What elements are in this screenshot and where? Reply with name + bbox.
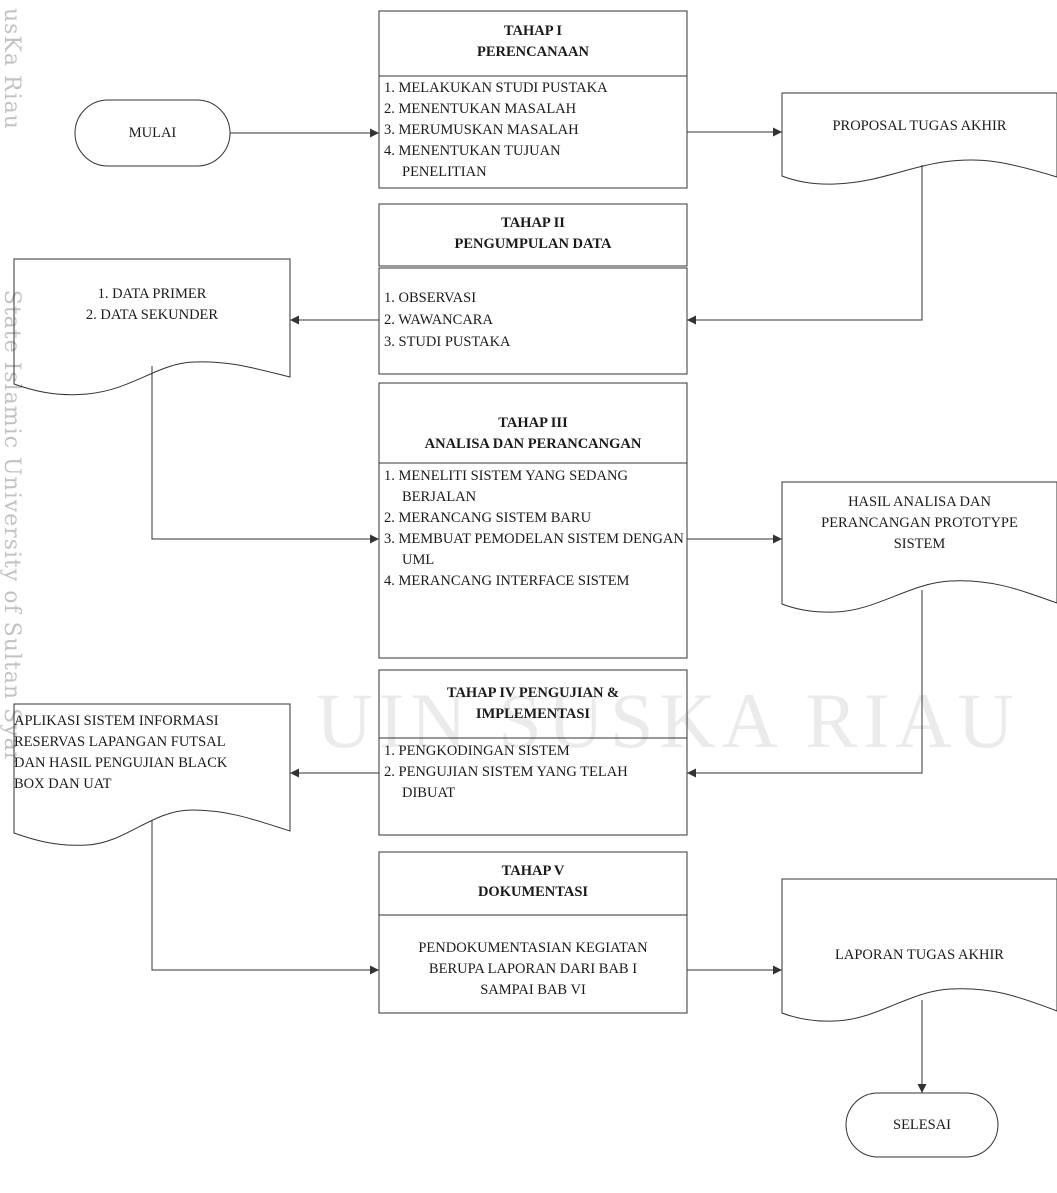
proposal-label: PROPOSAL TUGAS AKHIR: [832, 118, 1007, 134]
tahap2-items: 1. OBSERVASI 2. WAWANCARA 3. STUDI PUSTA…: [384, 287, 684, 353]
tahap4-items: 1. PENGKODINGAN SISTEM 2. PENGUJIAN SIST…: [384, 741, 684, 804]
data-label-line: 1. DATA PRIMER: [97, 286, 207, 302]
tahap1-items: 1. MELAKUKAN STUDI PUSTAKA 2. MENENTUKAN…: [384, 78, 684, 183]
end-label: SELESAI: [893, 1117, 951, 1133]
aplikasi-line: BOX DAN UAT: [14, 776, 112, 792]
hasil-analisa-line: PERANCANGAN PROTOTYPE: [821, 515, 1018, 531]
tahap1-item: 1. MELAKUKAN STUDI PUSTAKA: [384, 80, 608, 96]
tahap5-body: PENDOKUMENTASIAN KEGIATAN BERUPA LAPORAN…: [379, 938, 687, 1001]
side-watermark: usKa Riau State Islamic University of Su…: [0, 8, 24, 764]
tahap3-item: 4. MERANCANG INTERFACE SISTEM: [384, 573, 630, 589]
tahap1-item: 3. MERUMUSKAN MASALAH: [384, 122, 579, 138]
tahap2-title-line: PENGUMPULAN DATA: [454, 236, 612, 252]
tahap2-title-line: TAHAP II: [501, 215, 565, 231]
hasil-analisa-document: [781, 481, 1057, 613]
tahap1-title: TAHAP I PERENCANAAN: [379, 21, 687, 63]
aplikasi-label: APLIKASI SISTEM INFORMASI RESERVAS LAPAN…: [14, 711, 290, 795]
tahap5-items-box: [378, 914, 688, 1014]
tahap5-title-line: TAHAP V: [501, 863, 565, 879]
tahap1-title-line: TAHAP I: [503, 23, 563, 39]
tahap3-title: TAHAP III ANALISA DAN PERANCANGAN: [379, 413, 687, 455]
start-label: MULAI: [128, 125, 177, 141]
tahap2-item: 2. WAWANCARA: [384, 312, 493, 328]
tahap3-title-line: TAHAP III: [498, 415, 568, 431]
data-label: 1. DATA PRIMER 2. DATA SEKUNDER: [14, 284, 290, 326]
arrow-hasil-to-tahap4: [687, 590, 923, 778]
tahap4-title-line: IMPLEMENTASI: [475, 706, 591, 722]
laporan-label: LAPORAN TUGAS AKHIR: [835, 947, 1004, 963]
tahap4-items-box: [378, 737, 688, 836]
tahap1-item: 4. MENENTUKAN TUJUAN PENELITIAN: [384, 143, 561, 180]
laporan-document: [781, 878, 1057, 1022]
tahap1-item: 2. MENENTUKAN MASALAH: [384, 101, 577, 117]
tahap2-item: 1. OBSERVASI: [384, 290, 477, 306]
hasil-analisa-line: SISTEM: [893, 536, 946, 552]
tahap3-box: [378, 382, 688, 659]
tahap3-title-line: ANALISA DAN PERANCANGAN: [424, 436, 642, 452]
bottom-watermark: UIN SUSKA RIAU: [316, 677, 1020, 764]
tahap5-body-line: SAMPAI BAB VI: [480, 982, 586, 998]
arrow-aplikasi-to-tahap5: [151, 820, 379, 975]
aplikasi-line: APLIKASI SISTEM INFORMASI: [14, 713, 219, 729]
tahap2-title-box: [378, 203, 688, 267]
tahap2-title: TAHAP II PENGUMPULAN DATA: [379, 213, 687, 255]
tahap3-item: 1. MENELITI SISTEM YANG SEDANG BERJALAN: [384, 468, 628, 505]
tahap5-body-line: PENDOKUMENTASIAN KEGIATAN: [418, 940, 648, 956]
tahap5-title: TAHAP V DOKUMENTASI: [379, 861, 687, 903]
tahap5-body-line: BERUPA LAPORAN DARI BAB I: [428, 961, 638, 977]
tahap3-item: 2. MERANCANG SISTEM BARU: [384, 510, 592, 526]
tahap5-title-line: DOKUMENTASI: [477, 884, 589, 900]
arrow-proposal-to-tahap2: [687, 165, 923, 325]
tahap4-title: TAHAP IV PENGUJIAN & IMPLEMENTASI: [379, 683, 687, 725]
tahap3-items: 1. MENELITI SISTEM YANG SEDANG BERJALAN …: [384, 466, 684, 592]
tahap1-box: [378, 10, 688, 189]
proposal-document: [781, 92, 1057, 185]
data-label-line: 2. DATA SEKUNDER: [85, 307, 219, 323]
hasil-analisa-label: HASIL ANALISA DAN PERANCANGAN PROTOTYPE …: [782, 492, 1057, 555]
tahap4-item: 2. PENGUJIAN SISTEM YANG TELAH DIBUAT: [384, 764, 628, 801]
data-document: [13, 258, 291, 396]
tahap4-item: 1. PENGKODINGAN SISTEM: [384, 743, 570, 759]
arrow-data-to-tahap3: [151, 366, 379, 544]
tahap1-title-line: PERENCANAAN: [477, 44, 589, 60]
tahap3-item: 3. MEMBUAT PEMODELAN SISTEM DENGAN UML: [384, 531, 684, 568]
hasil-analisa-line: HASIL ANALISA DAN: [848, 494, 991, 510]
tahap4-title-line: TAHAP IV PENGUJIAN &: [446, 685, 620, 701]
aplikasi-line: RESERVAS LAPANGAN FUTSAL: [14, 734, 226, 750]
aplikasi-line: DAN HASIL PENGUJIAN BLACK: [14, 755, 228, 771]
tahap2-item: 3. STUDI PUSTAKA: [384, 334, 511, 350]
